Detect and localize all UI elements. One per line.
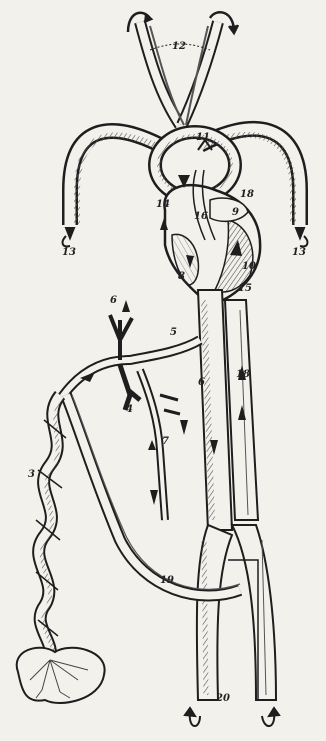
label-10: 10 — [242, 262, 256, 272]
leg-vessels — [197, 525, 276, 700]
label-18-heart: 18 — [240, 190, 254, 200]
label-6a: 6 — [110, 296, 117, 306]
label-16: 16 — [194, 212, 208, 222]
label-20: 20 — [216, 694, 230, 704]
label-7: 7 — [162, 437, 169, 447]
head-vessels — [140, 22, 218, 125]
label-5: 5 — [170, 328, 177, 338]
label-6b: 6 — [198, 378, 205, 388]
placenta — [17, 648, 105, 703]
label-8: 8 — [178, 272, 185, 282]
label-19: 19 — [160, 576, 174, 586]
label-13-right: 13 — [292, 248, 306, 258]
bottom-arrows — [185, 708, 279, 726]
label-12: 12 — [172, 42, 186, 52]
label-9: 9 — [232, 208, 239, 218]
label-14: 14 — [156, 200, 170, 210]
umbilical-cord — [36, 395, 66, 660]
label-11: 11 — [196, 133, 210, 143]
label-4: 4 — [126, 405, 133, 415]
label-13-left: 13 — [62, 248, 76, 258]
label-18-vein: 18 — [236, 370, 250, 380]
label-3: 3 — [28, 470, 35, 480]
label-15: 15 — [238, 284, 252, 294]
